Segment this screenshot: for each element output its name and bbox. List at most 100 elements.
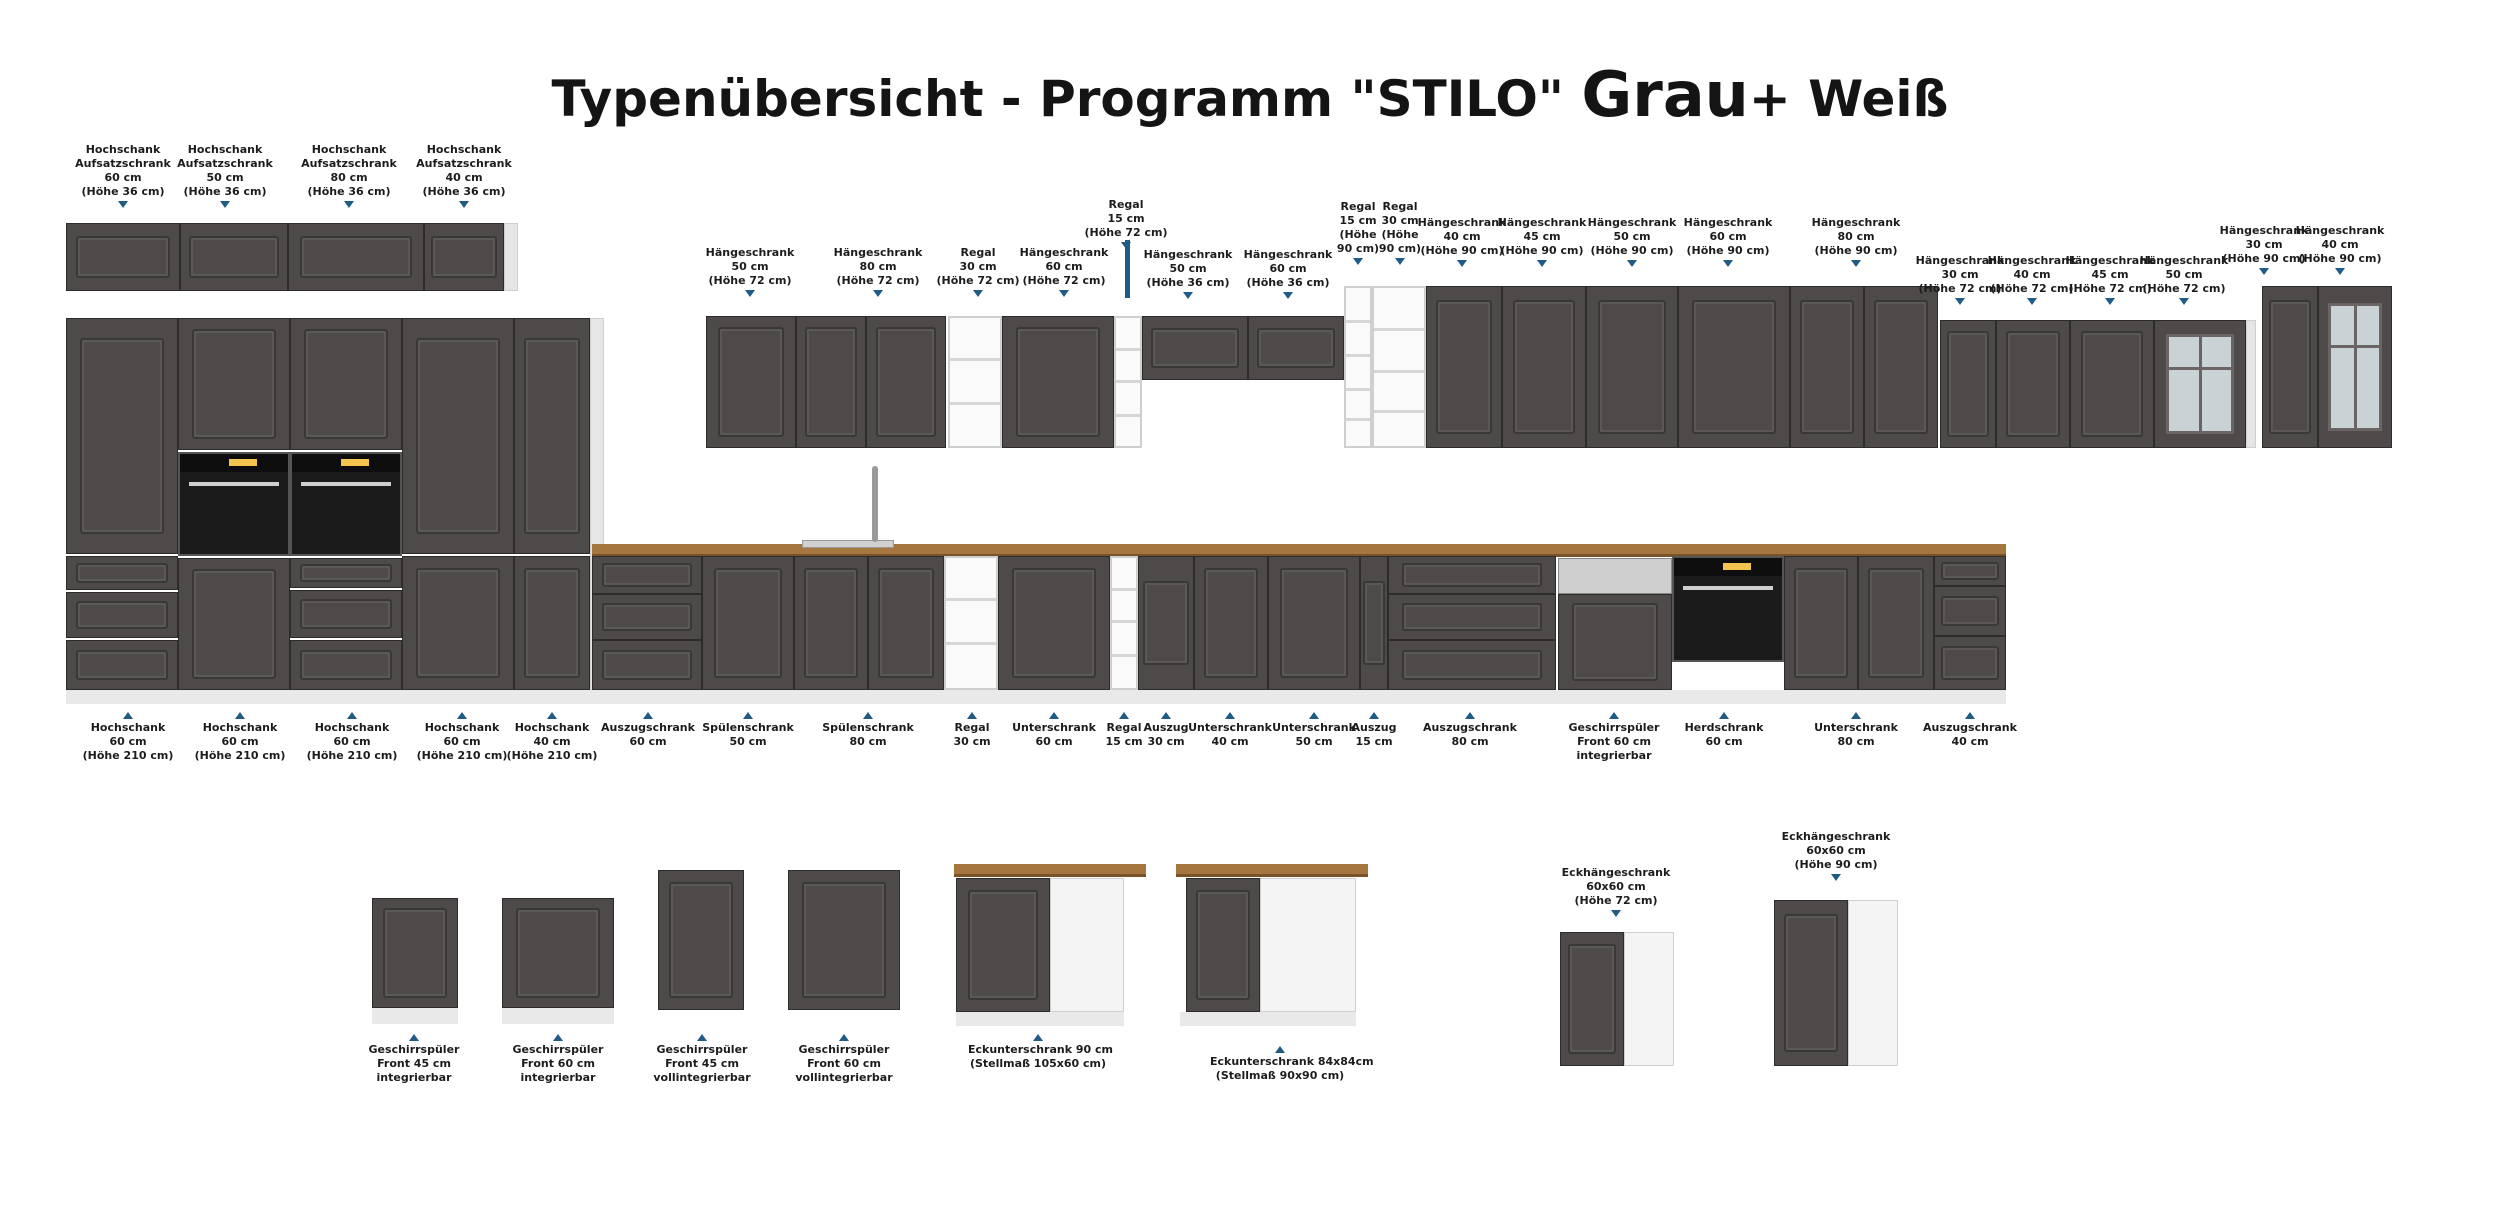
oven-1 — [178, 452, 290, 556]
label-line: (Höhe 90 cm) — [1590, 244, 1674, 257]
cabinet-tall-3-drawer-3 — [290, 640, 402, 690]
cabinet-tall-3-drawer-2 — [290, 590, 402, 638]
label-line: Unterschrank — [1814, 721, 1898, 734]
oven-display — [228, 459, 257, 466]
cabinet-wall-80-90-a — [1790, 286, 1864, 448]
long-arrow — [1125, 240, 1130, 298]
label-line: Eckhängeschrank — [1781, 830, 1891, 843]
cabinet-wall-50-36 — [1142, 316, 1248, 380]
label-line: (Höhe 72 cm) — [2068, 282, 2152, 295]
label-line: Hängeschrank — [2139, 254, 2229, 267]
label-line: Auszugschrank — [601, 721, 695, 734]
label-line: 60 cm — [1269, 262, 1307, 275]
arrow-down-icon — [118, 201, 128, 208]
cabinet-wall-40-90-glass — [2318, 286, 2392, 448]
label-line: 80 cm — [859, 260, 897, 273]
arrow-up-icon — [1275, 1046, 1285, 1053]
label-line: 50 cm — [731, 260, 769, 273]
cabinet-tall-5-lower — [514, 556, 590, 690]
arrow-down-icon — [1723, 260, 1733, 267]
arrow-up-icon — [1119, 712, 1129, 719]
label-line: (Höhe 72 cm) — [708, 274, 792, 287]
cabinet-base-auszug-60-d1 — [592, 556, 702, 594]
label-line: Aufsatzschrank — [75, 157, 171, 170]
plinth — [1180, 1012, 1356, 1026]
arrow-up-icon — [1161, 712, 1171, 719]
arrow-up-icon — [123, 712, 133, 719]
label-line: 60 cm — [1045, 260, 1083, 273]
label-e6: Eckunterschrank 84x84cm(Stellmaß 90x90 c… — [1210, 1046, 1374, 1083]
cabinet-base-60 — [998, 556, 1110, 690]
cabinet-base-auszug-40-d2 — [1934, 586, 2006, 636]
label-line: 40 cm — [1443, 230, 1481, 243]
label-line: 60 cm — [221, 735, 259, 748]
corner-base-90-body — [1050, 878, 1124, 1012]
cabinet-wall-80-90-b — [1864, 286, 1938, 448]
cabinet-aufsatz-80 — [288, 223, 424, 291]
label-line: (Höhe 36 cm) — [307, 185, 391, 198]
cabinet-wall-40-72 — [1996, 320, 2070, 448]
label-line: (Höhe 72 cm) — [836, 274, 920, 287]
cabinet-base-auszug-40-d3 — [1934, 636, 2006, 690]
cabinet-wall-50-90 — [1586, 286, 1678, 448]
arrow-up-icon — [1033, 1034, 1043, 1041]
label-line: 60 cm — [104, 171, 142, 184]
arrow-down-icon — [1121, 242, 1131, 249]
arrow-down-icon — [2259, 268, 2269, 275]
dishwasher-front-45 — [372, 898, 458, 1008]
label-line: vollintegrierbar — [653, 1071, 751, 1084]
shelf-30-90 — [1372, 286, 1426, 448]
label-line: Unterschrank — [1188, 721, 1272, 734]
corner-base-84-body — [1260, 878, 1356, 1012]
label-line: Geschirrspüler — [656, 1043, 748, 1056]
arrow-down-icon — [1353, 258, 1363, 265]
label-line: (Stellmaß 105x60 cm) — [969, 1057, 1107, 1070]
cabinet-base-auszug-60-d2 — [592, 594, 702, 640]
label-line: (Höhe 90 cm) — [2222, 252, 2306, 265]
label-line: 30 cm — [2245, 238, 2283, 251]
arrow-up-icon — [547, 712, 557, 719]
arrow-down-icon — [873, 290, 883, 297]
arrow-down-icon — [1627, 260, 1637, 267]
cabinet-base-spuele-50 — [702, 556, 794, 690]
label-line: Spülenschrank — [702, 721, 794, 734]
arrow-up-icon — [1309, 712, 1319, 719]
arrow-up-icon — [1225, 712, 1235, 719]
label-line: Hängeschrank — [2295, 224, 2385, 237]
label-line: 15 cm — [1107, 212, 1145, 225]
arrow-up-icon — [235, 712, 245, 719]
label-line: Hängeschrank — [1587, 216, 1677, 229]
label-line: Hochschank — [90, 721, 166, 734]
label-line: 30 cm — [1147, 735, 1185, 748]
arrow-down-icon — [344, 201, 354, 208]
label-line: (Höhe 72 cm) — [1990, 282, 2074, 295]
label-line: Unterschrank — [1012, 721, 1096, 734]
label-line: Herdschrank — [1684, 721, 1764, 734]
cabinet-tall-1-drawer-2 — [66, 592, 178, 638]
arrow-up-icon — [553, 1034, 563, 1041]
label-line: (Höhe 210 cm) — [82, 749, 174, 762]
worktop — [954, 864, 1146, 877]
label-line: Eckunterschrank 90 cm — [968, 1043, 1113, 1056]
label-line: 15 cm — [1355, 735, 1393, 748]
cabinet-tall-3-drawer-1 — [290, 558, 402, 588]
label-line: (Höhe 90 cm) — [1794, 858, 1878, 871]
label-line: Hängeschrank — [1497, 216, 1587, 229]
arrow-down-icon — [1183, 292, 1193, 299]
side-panel — [2246, 320, 2256, 448]
